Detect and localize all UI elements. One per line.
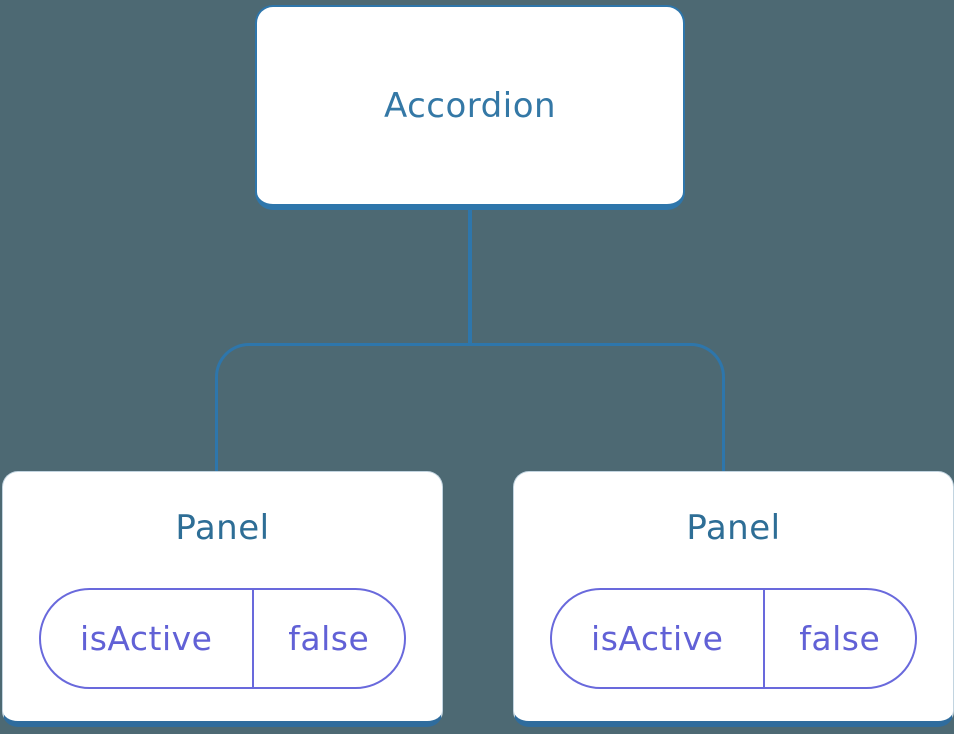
prop-value: false	[288, 619, 370, 658]
prop-pill-left: isActive false	[39, 588, 406, 689]
prop-name: isActive	[591, 619, 724, 658]
prop-value-cell: false	[765, 590, 915, 687]
node-panel-left: Panel isActive false	[2, 471, 443, 727]
node-accordion: Accordion	[255, 5, 685, 210]
prop-name: isActive	[80, 619, 213, 658]
prop-pill-right: isActive false	[550, 588, 917, 689]
prop-value-cell: false	[254, 590, 404, 687]
node-accordion-label: Accordion	[383, 85, 557, 126]
prop-value: false	[799, 619, 881, 658]
node-panel-right-label: Panel	[686, 508, 781, 548]
node-panel-left-label: Panel	[175, 508, 270, 548]
node-panel-right: Panel isActive false	[513, 471, 954, 727]
prop-name-cell: isActive	[552, 590, 765, 687]
connector-branch-lines	[215, 343, 725, 472]
connector-stem-line	[468, 209, 472, 346]
prop-name-cell: isActive	[41, 590, 254, 687]
